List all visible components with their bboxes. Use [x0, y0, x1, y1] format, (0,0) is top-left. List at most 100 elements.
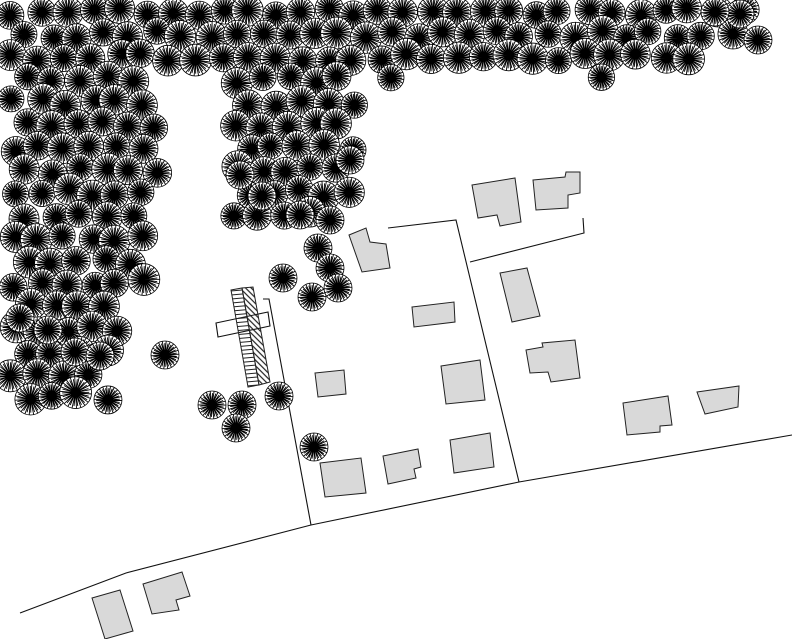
tree-icon	[482, 16, 512, 46]
lot-line-west	[263, 298, 312, 526]
tree-icon	[534, 20, 562, 48]
building	[91, 589, 134, 639]
tree-icon	[104, 0, 136, 24]
building	[314, 369, 347, 398]
buildings	[91, 171, 740, 639]
tree-icon	[671, 0, 702, 24]
lot-line-north	[387, 219, 520, 483]
building	[471, 177, 522, 227]
tree-icon	[59, 376, 92, 409]
tree-icon	[80, 0, 110, 25]
lot-line-east	[469, 217, 585, 263]
tree-icon	[22, 130, 53, 161]
tree-icon	[725, 0, 755, 29]
tree-icon	[52, 0, 84, 28]
tree-icon	[128, 133, 159, 164]
tree-icon	[126, 89, 158, 122]
tree-icon	[587, 63, 616, 91]
building	[499, 267, 541, 323]
tree-icon	[127, 178, 155, 206]
tree-icon	[299, 432, 329, 462]
tree-icon	[150, 340, 180, 370]
tree-icon	[208, 43, 238, 73]
building	[449, 432, 495, 474]
tree-icon	[285, 200, 315, 230]
tree-icon	[125, 38, 155, 68]
tree-icon	[117, 65, 150, 97]
tree-icon	[569, 37, 601, 69]
tree-icon	[320, 16, 353, 50]
tree-icon	[247, 181, 277, 211]
tree-icon	[633, 17, 662, 46]
tree-icon	[700, 0, 730, 27]
building	[142, 571, 191, 615]
tree-icon	[340, 91, 368, 119]
tree-icon	[127, 263, 161, 296]
tree-icon	[2, 180, 29, 208]
building	[319, 457, 367, 498]
tree-icon	[315, 205, 345, 235]
tree-icon	[93, 385, 123, 415]
building	[382, 448, 422, 485]
building	[440, 359, 486, 405]
tree-icon	[142, 158, 173, 188]
tree-icon	[28, 179, 56, 207]
tree-icon	[197, 390, 227, 420]
tree-icon	[248, 63, 277, 91]
tree-icon	[268, 263, 298, 293]
tree-icon	[113, 155, 143, 186]
tree-icon	[333, 176, 365, 208]
tree-icon	[377, 64, 405, 92]
tree-icon	[179, 43, 212, 77]
tree-icon	[91, 201, 123, 233]
tree-icon	[89, 18, 118, 47]
tree-icon	[37, 382, 66, 410]
tree-icon	[220, 202, 248, 230]
road-and-lot-lines	[19, 217, 792, 614]
tree-icon	[60, 337, 90, 367]
tree-icon	[221, 413, 251, 443]
tree-icon	[99, 268, 129, 298]
tree-icon	[33, 315, 63, 345]
shed	[215, 286, 271, 388]
tree-icon	[672, 42, 705, 76]
tree-icon	[516, 42, 549, 75]
tree-icon	[152, 44, 184, 77]
tree-icon	[743, 25, 773, 55]
tree-icon	[8, 153, 40, 185]
tree-icon	[427, 16, 458, 48]
building	[622, 395, 673, 436]
tree-icon	[14, 383, 47, 416]
tree-icon	[48, 222, 76, 250]
tree-icon	[545, 47, 572, 75]
tree-icon	[377, 16, 408, 47]
tree-icon	[85, 341, 115, 371]
building	[525, 339, 581, 383]
tree-icon	[264, 381, 294, 411]
tree-icon	[256, 132, 284, 160]
tree-icon	[0, 1, 25, 30]
tree-icon	[416, 43, 447, 74]
building	[411, 301, 456, 328]
tree-group	[0, 0, 773, 462]
building	[348, 227, 391, 273]
tree-icon	[92, 245, 120, 273]
tree-icon	[0, 85, 25, 113]
tree-icon	[87, 106, 118, 137]
tree-icon	[127, 220, 159, 252]
tree-icon	[225, 160, 255, 190]
tree-icon	[321, 61, 352, 91]
tree-icon	[5, 303, 35, 333]
tree-icon	[277, 62, 305, 90]
tree-icon	[620, 38, 651, 70]
tree-icon	[27, 0, 57, 27]
tree-icon	[323, 273, 353, 303]
shed-roof-right	[241, 286, 271, 386]
tree-icon	[227, 390, 257, 420]
building	[696, 385, 740, 415]
tree-icon	[297, 282, 327, 312]
tree-icon	[542, 0, 571, 26]
tree-icon	[335, 145, 365, 175]
building	[532, 171, 581, 211]
